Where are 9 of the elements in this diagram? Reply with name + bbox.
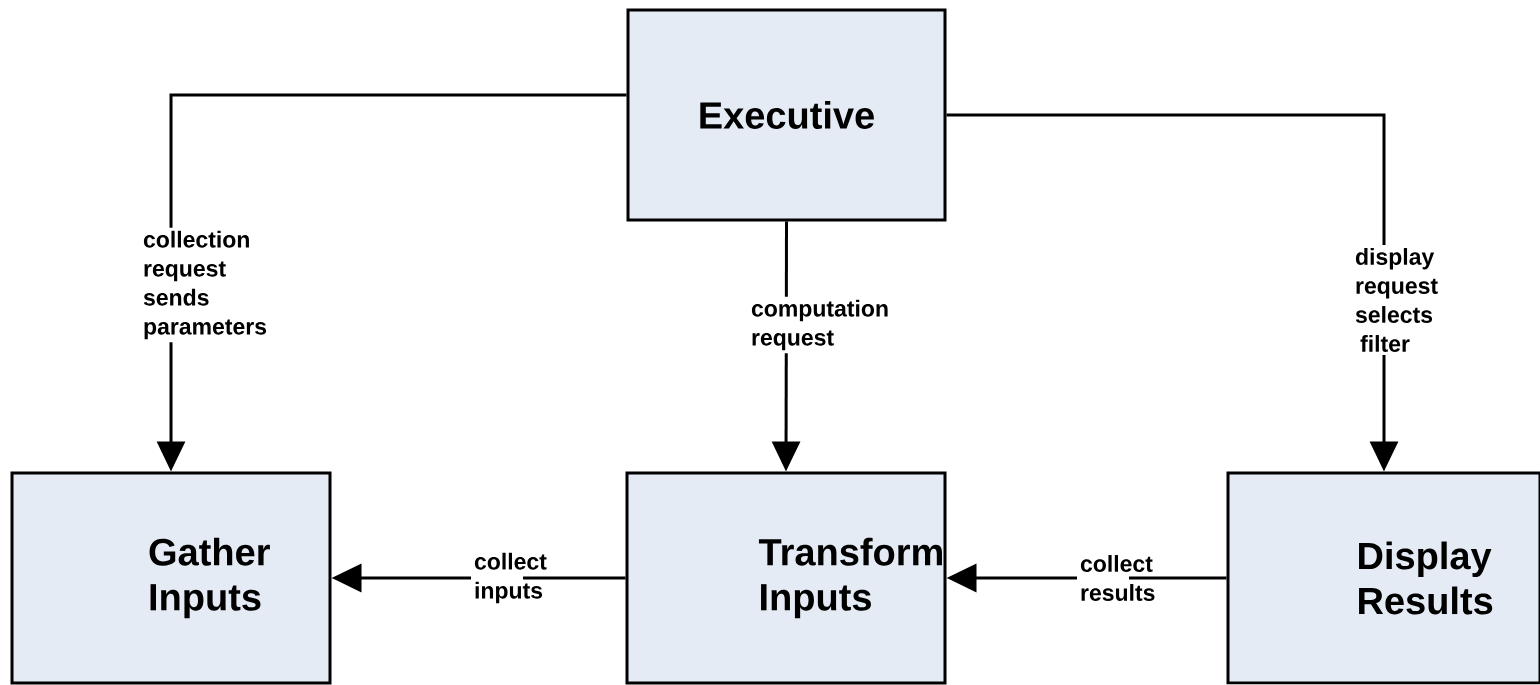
edge-label: collection request sends parameters [140,227,267,343]
edge-label: collect results [1077,552,1155,604]
process-box: Executive [626,8,947,222]
process-box: Transform Inputs [625,471,947,685]
edge-label: display request selects filter [1352,245,1438,355]
edge-label: computation request [748,296,888,354]
process-box: Gather Inputs [10,471,332,685]
process-box: Display Results [1226,471,1540,685]
edge-label: collect inputs [471,549,547,607]
